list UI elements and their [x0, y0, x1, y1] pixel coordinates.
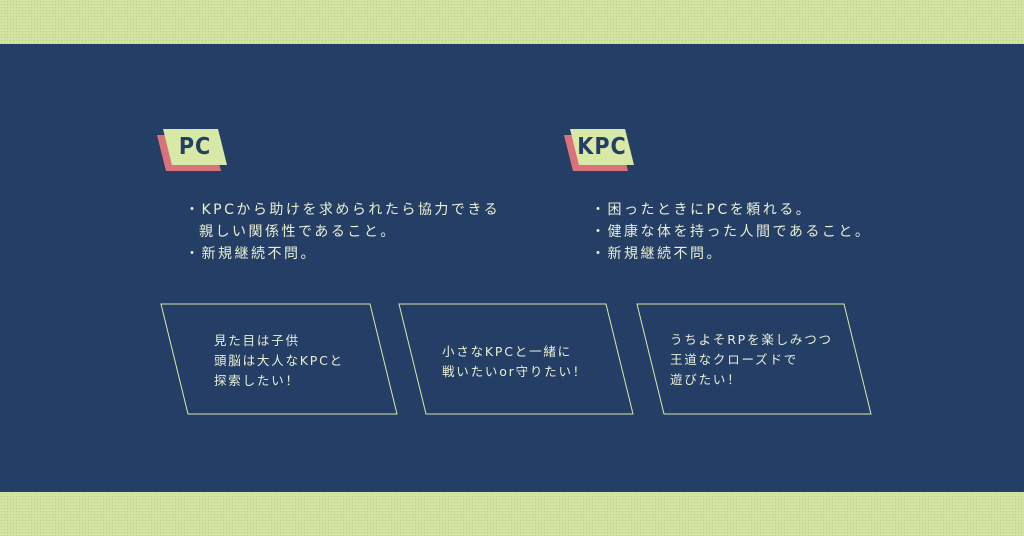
card-line: うちよそRPを楽しみつつ — [670, 332, 833, 347]
list-item: ・新規継続不問。 — [185, 246, 317, 262]
tag-face — [570, 129, 634, 165]
card-line: 小さなKPCと一緒に — [442, 344, 572, 359]
kpc-requirements-list: ・困ったときにPCを頼れる。 ・健康な体を持った人間であること。 ・新規継続不問… — [591, 199, 871, 265]
wish-card-2: 小さなKPCと一緒に 戦いたいor守りたい！ — [398, 303, 636, 415]
card-text: うちよそRPを楽しみつつ 王道なクローズドで 遊びたい！ — [670, 330, 833, 390]
kpc-tag: KPC — [564, 129, 644, 173]
card-line: 頭脳は大人なKPCと — [214, 353, 344, 368]
top-band — [0, 0, 1024, 44]
main-panel: PC KPC ・KPCから助けを求められたら協力できる 親しい関係性であること。… — [0, 44, 1024, 492]
list-item: ・KPCから助けを求められたら協力できる — [185, 202, 501, 218]
pc-requirements-list: ・KPCから助けを求められたら協力できる 親しい関係性であること。 ・新規継続不… — [185, 199, 500, 265]
pc-tag-label: PC — [178, 134, 212, 160]
card-line: 見た目は子供 — [214, 333, 300, 348]
card-outline — [636, 303, 872, 415]
bottom-band — [0, 492, 1024, 536]
card-text: 小さなKPCと一緒に 戦いたいor守りたい！ — [442, 342, 587, 382]
card-line: 戦いたいor守りたい！ — [442, 364, 588, 379]
wish-card-1: 見た目は子供 頭脳は大人なKPCと 探索したい！ — [160, 303, 398, 415]
list-item: ・困ったときにPCを頼れる。 — [591, 202, 813, 218]
list-item: ・新規継続不問。 — [591, 246, 723, 262]
pc-tag: PC — [157, 129, 237, 173]
card-line: 王道なクローズドで — [670, 352, 799, 367]
tag-face — [163, 129, 227, 165]
card-text: 見た目は子供 頭脳は大人なKPCと 探索したい！ — [214, 331, 344, 391]
card-outline — [160, 303, 398, 415]
list-item: ・健康な体を持った人間であること。 — [591, 224, 872, 240]
card-line: 探索したい！ — [214, 373, 300, 388]
card-outline — [398, 303, 634, 415]
wish-card-3: うちよそRPを楽しみつつ 王道なクローズドで 遊びたい！ — [636, 303, 874, 415]
list-item: 親しい関係性であること。 — [199, 224, 397, 240]
card-line: 遊びたい！ — [670, 372, 742, 387]
kpc-tag-label: KPC — [577, 134, 627, 160]
